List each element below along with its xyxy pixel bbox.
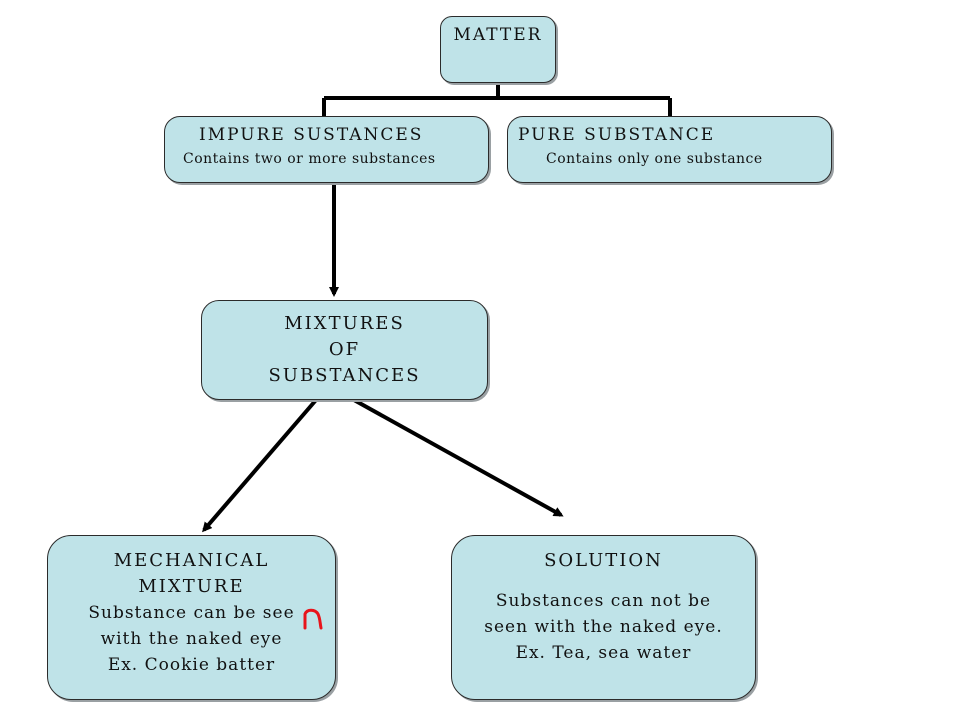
node-matter-title: MATTER <box>453 25 543 45</box>
node-solution-spacer <box>452 574 755 588</box>
node-pure-substance: PURE SUBSTANCE Contains only one substan… <box>507 116 832 183</box>
edge-mixtures-to-solution <box>353 398 564 517</box>
node-pure-title: PURE SUBSTANCE <box>518 125 716 145</box>
node-mixtures-line-3: SUBSTANCES <box>268 365 421 386</box>
node-impure-description: Contains two or more substances <box>183 151 436 167</box>
node-impure-substances: IMPURE SUSTANCES Contains two or more su… <box>164 116 489 183</box>
node-mechanical-line-1: MECHANICAL <box>113 550 270 571</box>
node-mixtures-of-substances: MIXTURES OF SUBSTANCES <box>201 300 488 400</box>
node-solution-line-3: Ex. Tea, sea water <box>515 643 692 663</box>
node-mixtures-line-2: OF <box>328 339 361 360</box>
node-matter: MATTER <box>440 16 556 83</box>
edge-matter-to-branches <box>322 83 672 116</box>
node-solution-line-1: Substances can not be <box>495 591 712 611</box>
node-solution-title: SOLUTION <box>544 550 663 571</box>
node-mechanical-line-4: with the naked eye <box>100 629 283 649</box>
node-mechanical-line-3: Substance can be see <box>88 603 295 623</box>
node-mixtures-line-1: MIXTURES <box>284 313 405 334</box>
node-pure-description: Contains only one substance <box>546 151 763 167</box>
node-solution: SOLUTION Substances can not be seen with… <box>451 535 756 700</box>
node-mechanical-mixture: MECHANICAL MIXTURE Substance can be see … <box>47 535 336 700</box>
node-mechanical-line-2: MIXTURE <box>138 576 245 597</box>
node-solution-line-2: seen with the naked eye. <box>484 617 723 637</box>
node-impure-title: IMPURE SUSTANCES <box>199 125 424 145</box>
node-mechanical-line-5: Ex. Cookie batter <box>107 655 276 675</box>
handwritten-n-annotation <box>303 608 323 630</box>
edge-mixtures-to-mechanical <box>202 398 318 533</box>
